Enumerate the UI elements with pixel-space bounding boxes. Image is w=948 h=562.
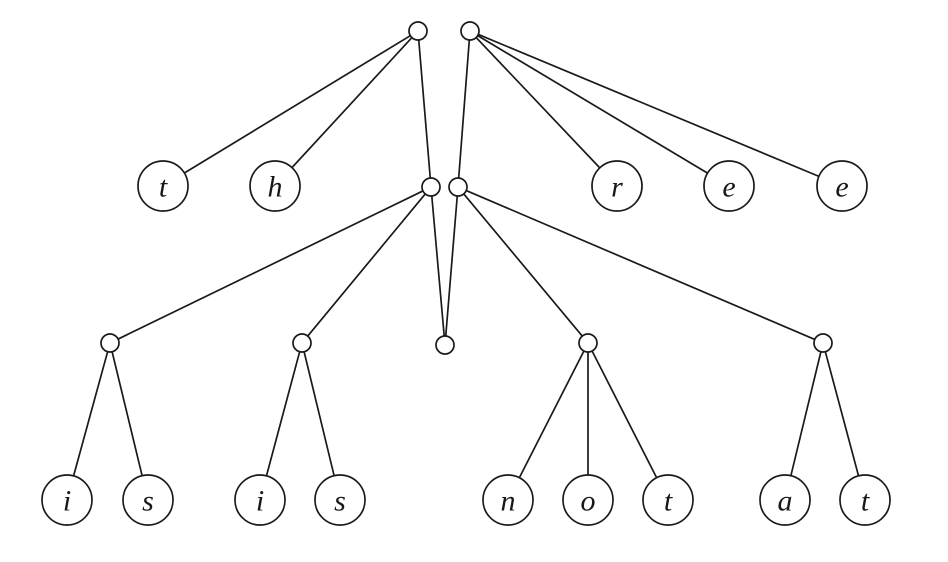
- node-circle[interactable]: [839, 474, 891, 526]
- internal-node[interactable]: [813, 333, 833, 353]
- leaf-node[interactable]: a: [759, 474, 811, 526]
- internal-node[interactable]: [578, 333, 598, 353]
- node-circle[interactable]: [642, 474, 694, 526]
- node-circle[interactable]: [813, 333, 833, 353]
- leaf-node[interactable]: e: [703, 160, 755, 212]
- graph-edge: [303, 350, 335, 477]
- node-circle[interactable]: [562, 474, 614, 526]
- node-circle[interactable]: [292, 333, 312, 353]
- internal-node[interactable]: [292, 333, 312, 353]
- graph-edge: [476, 34, 709, 175]
- leaf-node[interactable]: s: [314, 474, 366, 526]
- node-label: t: [159, 171, 168, 204]
- node-circle[interactable]: [703, 160, 755, 212]
- node-label: n: [501, 485, 516, 518]
- node-circle[interactable]: [460, 21, 480, 41]
- node-label: o: [581, 485, 596, 518]
- node-label: s: [334, 485, 346, 518]
- internal-node[interactable]: [460, 21, 480, 41]
- edges-layer: [72, 33, 860, 479]
- graph-edge: [117, 190, 424, 340]
- node-circle[interactable]: [122, 474, 174, 526]
- node-circle[interactable]: [249, 160, 301, 212]
- node-circle[interactable]: [759, 474, 811, 526]
- nodes-layer: t h r e e i s i s n o t a t: [41, 21, 891, 526]
- node-circle[interactable]: [421, 177, 441, 197]
- node-circle[interactable]: [234, 474, 286, 526]
- node-label: s: [142, 485, 154, 518]
- node-circle[interactable]: [448, 177, 468, 197]
- node-circle[interactable]: [100, 333, 120, 353]
- node-label: i: [256, 485, 264, 518]
- graph-edge: [111, 350, 143, 477]
- node-label: e: [722, 171, 735, 204]
- graph-edge: [291, 36, 413, 169]
- node-label: h: [268, 171, 283, 204]
- node-circle[interactable]: [435, 335, 455, 355]
- leaf-node[interactable]: e: [816, 160, 868, 212]
- leaf-node[interactable]: r: [591, 160, 643, 212]
- node-label: e: [835, 171, 848, 204]
- node-circle[interactable]: [816, 160, 868, 212]
- graph-edge: [518, 350, 585, 479]
- leaf-node[interactable]: s: [122, 474, 174, 526]
- node-circle[interactable]: [314, 474, 366, 526]
- node-circle[interactable]: [41, 474, 93, 526]
- graph-edge: [430, 195, 446, 337]
- graph-edge: [465, 189, 816, 341]
- internal-node[interactable]: [408, 21, 428, 41]
- leaf-node[interactable]: t: [642, 474, 694, 526]
- graph-edge: [591, 350, 658, 479]
- node-circle[interactable]: [578, 333, 598, 353]
- internal-node[interactable]: [435, 335, 455, 355]
- leaf-node[interactable]: h: [249, 160, 301, 212]
- graph-edge: [72, 350, 109, 477]
- node-circle[interactable]: [482, 474, 534, 526]
- leaf-node[interactable]: t: [137, 160, 189, 212]
- graph-edge: [265, 350, 301, 477]
- node-label: r: [611, 171, 623, 204]
- leaf-node[interactable]: i: [234, 474, 286, 526]
- graph-edge: [457, 39, 471, 179]
- node-circle[interactable]: [137, 160, 189, 212]
- node-label: i: [63, 485, 71, 518]
- graph-edge: [306, 193, 427, 337]
- internal-node[interactable]: [448, 177, 468, 197]
- graph-edge: [477, 33, 820, 178]
- leaf-node[interactable]: t: [839, 474, 891, 526]
- graph-edge: [790, 350, 822, 477]
- graph-edge: [183, 34, 412, 174]
- graph-edge: [417, 39, 432, 179]
- graph-edge: [444, 195, 459, 337]
- leaf-node[interactable]: i: [41, 474, 93, 526]
- graph-edge: [475, 36, 601, 169]
- internal-node[interactable]: [421, 177, 441, 197]
- node-circle[interactable]: [408, 21, 428, 41]
- node-label: t: [861, 485, 870, 518]
- node-label: t: [664, 485, 673, 518]
- graph-edge: [462, 193, 584, 337]
- leaf-node[interactable]: o: [562, 474, 614, 526]
- node-label: a: [778, 485, 793, 518]
- leaf-node[interactable]: n: [482, 474, 534, 526]
- internal-node[interactable]: [100, 333, 120, 353]
- graph-edge: [824, 350, 860, 477]
- node-circle[interactable]: [591, 160, 643, 212]
